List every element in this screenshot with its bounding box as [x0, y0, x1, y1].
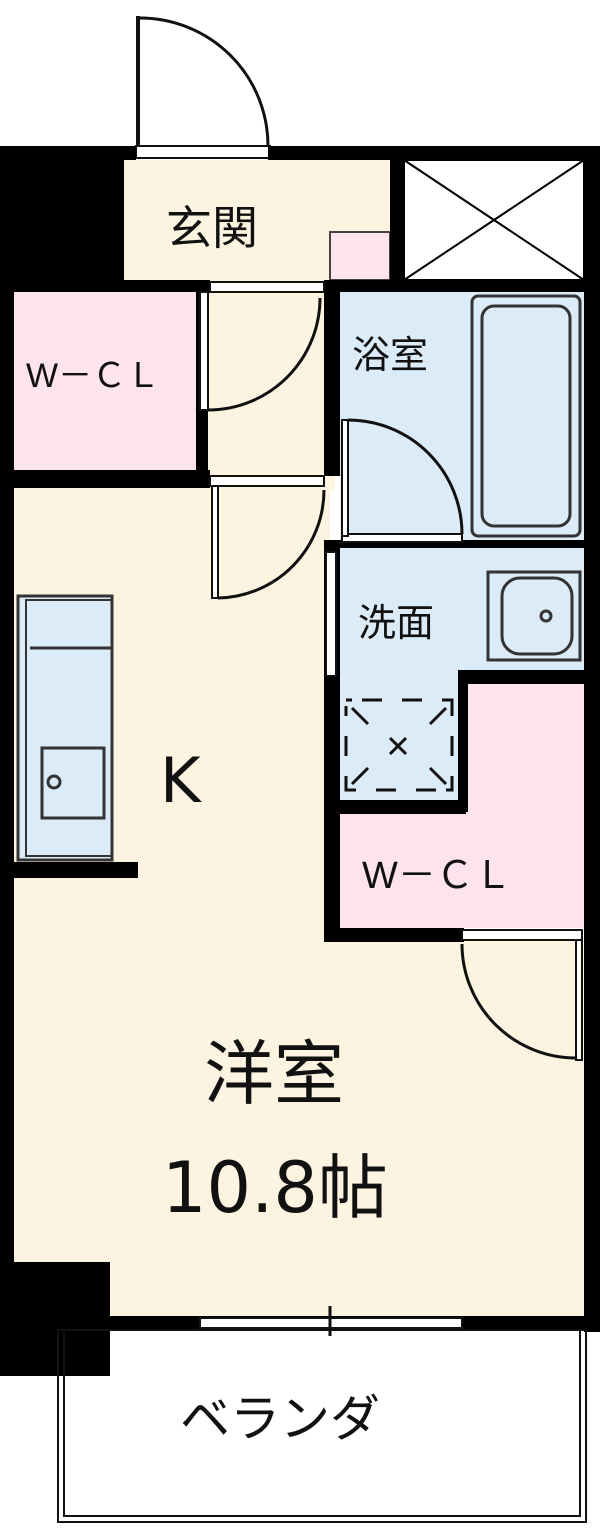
closet-lower-door-opening [461, 929, 583, 941]
closet-upper-door-leaf [199, 291, 209, 411]
corridor-door-opening [209, 281, 325, 293]
bath-door-swing [347, 418, 464, 535]
room-door-opening [209, 475, 325, 487]
closet-lower-door-swing [460, 943, 577, 1060]
room-door-leaf [211, 485, 219, 599]
washer-space [344, 698, 454, 792]
bathtub [470, 294, 582, 538]
main-room-floor [14, 488, 584, 1316]
room-door-swing [217, 489, 326, 600]
closet-upper-floor [14, 292, 198, 470]
entry-door-leaf [136, 16, 140, 154]
label-western-room-area: 10.8帖 [162, 1147, 388, 1229]
washer-space-floor [340, 678, 458, 802]
bath-door-opening [341, 533, 463, 543]
balcony [57, 1329, 587, 1523]
label-entrance: 玄関 [166, 201, 258, 255]
walls [0, 146, 600, 1376]
entry-door-swing [139, 16, 270, 147]
bath-door-leaf [341, 419, 349, 537]
label-bathroom: 浴室 [352, 333, 428, 377]
corridor-floor [200, 280, 335, 490]
label-closet-upper: W－ＣＬ [26, 357, 160, 395]
wash-door-opening [325, 551, 337, 677]
label-balcony: ベランダ [180, 1390, 380, 1448]
closet-lower-floor [340, 684, 584, 928]
label-western-room: 洋室 [204, 1033, 344, 1115]
kitchen-counter [16, 594, 114, 862]
wash-basin [486, 570, 582, 662]
label-closet-lower: W－ＣＬ [362, 855, 512, 897]
label-kitchen: K [160, 744, 202, 817]
label-washroom: 洗面 [358, 601, 434, 645]
entry-door-sill [135, 145, 271, 159]
closet-lower-door-leaf [575, 939, 583, 1061]
pipe-shaft [403, 159, 585, 281]
entrance-shoe-box [329, 231, 391, 281]
closet-upper-door-swing [207, 297, 322, 412]
bathroom-floor [340, 292, 584, 540]
